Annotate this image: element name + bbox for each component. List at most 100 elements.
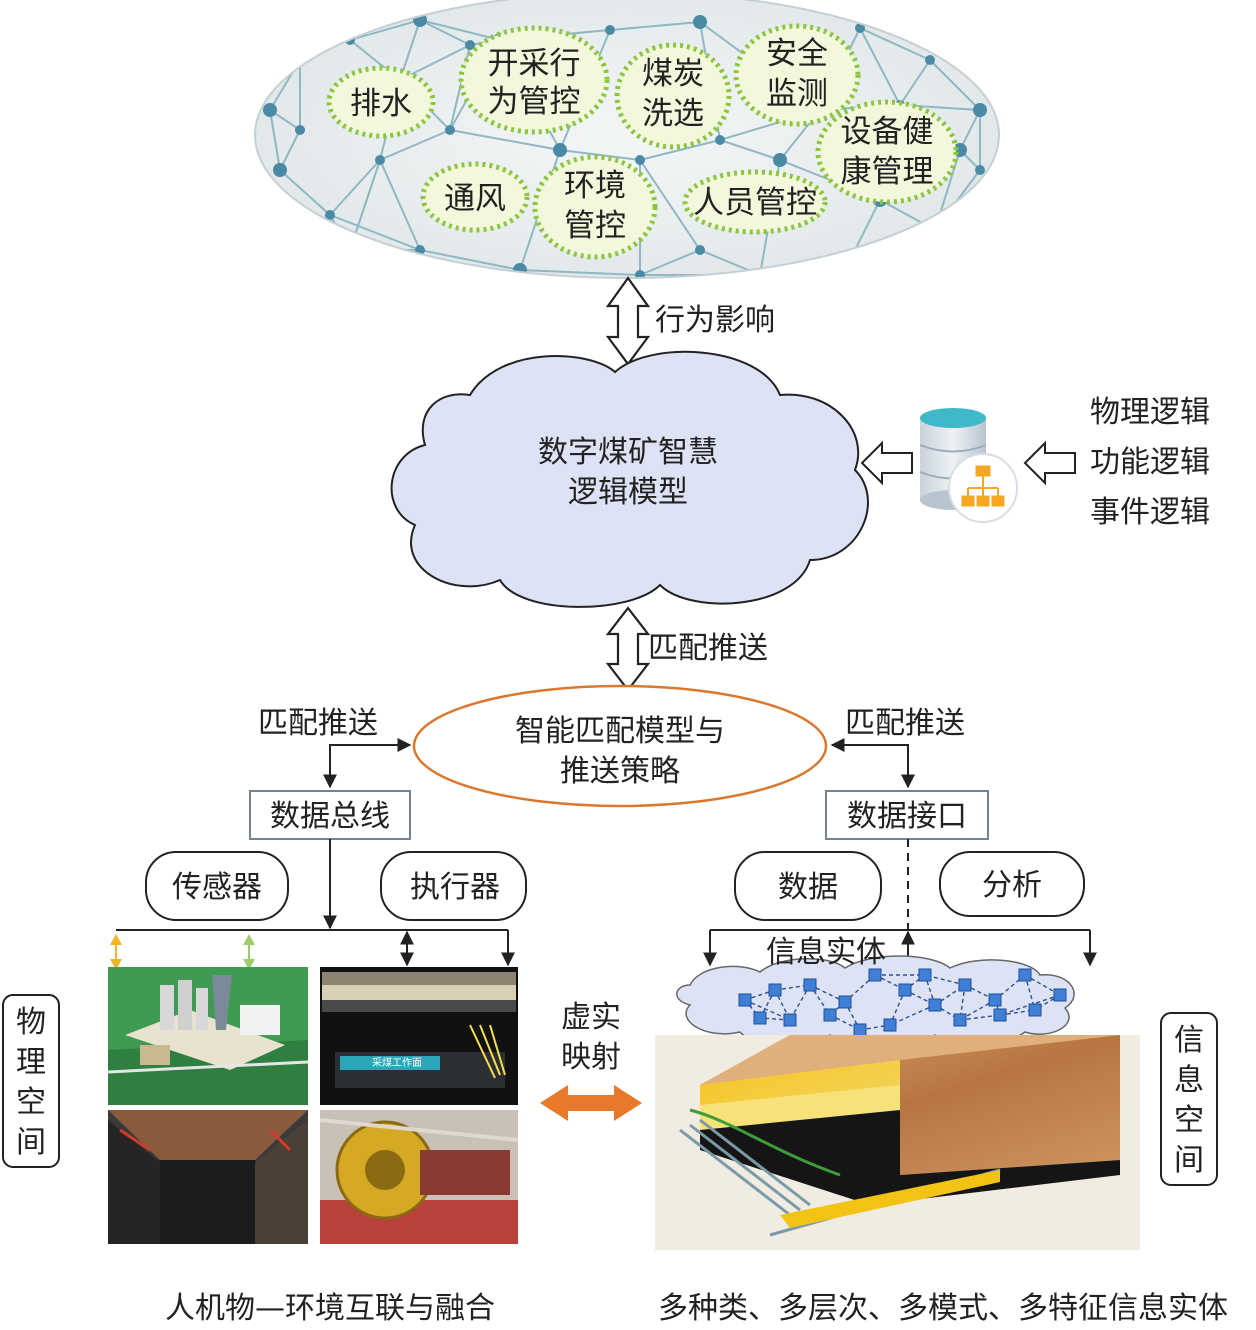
- bubble-equipment-health: 设备健 康管理: [815, 99, 959, 205]
- network-edge: [399, 44, 471, 81]
- network-node: [755, 270, 765, 278]
- network-edge: [419, 19, 501, 41]
- database-icon: [919, 408, 1018, 523]
- physical-space-box: 物 理 空 间: [2, 994, 60, 1168]
- photo-surface-plant: [107, 967, 309, 1105]
- network-node: [773, 153, 787, 167]
- info-entity-cloud: 信息实体: [676, 935, 1075, 1047]
- info-space-box: 信 息 空 间: [1160, 1012, 1218, 1186]
- network-edge: [419, 19, 471, 46]
- entity-node: [898, 983, 912, 997]
- double-arrow-behavior: 行为影响: [605, 276, 775, 366]
- coal-seam-model: [655, 1035, 1140, 1250]
- photo-roadway: [108, 1110, 308, 1244]
- photo-shearer: [319, 1110, 519, 1244]
- virtual-mapping-line1: 虚实: [561, 1000, 621, 1035]
- network-edge: [559, 149, 641, 161]
- bubble-environment-control: 环境 管控: [532, 154, 658, 260]
- bubble-mining-control: 开采行 为管控: [458, 25, 610, 135]
- info-space-char4: 间: [1174, 1143, 1204, 1178]
- entity-node: [953, 1013, 967, 1027]
- network-edge: [639, 159, 701, 251]
- network-node: [295, 125, 305, 135]
- network-node: [843, 253, 857, 267]
- double-arrow-match-push: 匹配推送: [605, 606, 768, 692]
- network-edge: [419, 249, 521, 271]
- entity-node: [928, 998, 942, 1012]
- cloud-logic-model: 数字煤矿智慧 逻辑模型: [390, 350, 869, 608]
- network-edge: [519, 269, 641, 276]
- analysis-pill: 分析: [939, 851, 1085, 917]
- bubble-personnel-control-label: 人员管控: [693, 185, 817, 221]
- bubble-drainage-label: 排水: [350, 86, 412, 122]
- sensor-pill: 传感器: [145, 851, 289, 921]
- data-interface-box: 数据接口: [825, 790, 989, 840]
- entity-node: [918, 968, 932, 982]
- network-node: [635, 155, 645, 165]
- network-edge: [379, 159, 421, 251]
- network-node: [925, 55, 935, 65]
- actuator-label: 执行器: [410, 870, 500, 905]
- match-ellipse-line1: 智能匹配模型与: [515, 714, 725, 749]
- data-bus-box: 数据总线: [249, 790, 411, 840]
- entity-node: [753, 1011, 767, 1025]
- entity-edge: [759, 989, 776, 1019]
- network-edge: [329, 214, 421, 251]
- logic-physical: 物理逻辑: [1090, 395, 1210, 430]
- bubble-equipment-health-line2: 康管理: [841, 154, 934, 190]
- entity-node: [1053, 988, 1067, 1002]
- bubble-coal-washing-line1: 煤炭: [642, 56, 704, 92]
- network-edge: [269, 109, 281, 171]
- network-edge: [609, 21, 701, 31]
- entity-node: [768, 983, 782, 997]
- network-node: [263, 103, 277, 117]
- network-node: [975, 165, 985, 175]
- bubble-environment-control-line2: 管控: [564, 208, 626, 244]
- connector-right: [830, 738, 915, 789]
- photo-strata-model: 采煤工作面: [320, 967, 518, 1105]
- logic-event: 事件逻辑: [1090, 495, 1210, 530]
- network-node: [973, 103, 987, 117]
- network-edge: [929, 59, 981, 111]
- logic-functional: 功能逻辑: [1090, 445, 1210, 480]
- match-push-right-label: 匹配推送: [845, 706, 965, 741]
- bubble-drainage: 排水: [326, 65, 436, 139]
- entity-node: [868, 968, 882, 982]
- match-push-left-label: 匹配推送: [258, 706, 378, 741]
- bubble-environment-control-line1: 环境: [564, 168, 626, 204]
- actuator-pill: 执行器: [380, 851, 527, 921]
- cloud-model-line2: 逻辑模型: [568, 475, 688, 510]
- arrow-logic-to-db: [1023, 440, 1076, 486]
- bubble-mining-control-line1: 开采行: [488, 46, 581, 82]
- network-edge: [639, 249, 701, 276]
- network-edge: [379, 129, 451, 161]
- sensor-arrow-green: [243, 934, 255, 970]
- entity-node: [1028, 1003, 1042, 1017]
- entity-node: [783, 1013, 797, 1027]
- entity-edge: [889, 1004, 936, 1026]
- entity-edge: [774, 989, 791, 1021]
- entity-edge: [924, 974, 936, 1006]
- bubble-ventilation: 通风: [420, 161, 530, 233]
- entity-node: [993, 1008, 1007, 1022]
- network-node: [715, 135, 725, 145]
- caption-right: 多种类、多层次、多模式、多特征信息实体: [658, 1291, 1228, 1326]
- network-edge: [349, 19, 421, 41]
- network-node: [553, 143, 567, 157]
- analysis-label: 分析: [982, 868, 1042, 903]
- entity-edge: [744, 999, 791, 1021]
- data-pill: 数据: [734, 851, 882, 921]
- photo-face-label: 采煤工作面: [372, 1056, 422, 1069]
- entity-node: [853, 1023, 867, 1037]
- bubble-safety-monitoring: 安全 监测: [733, 23, 861, 127]
- network-node: [695, 245, 705, 255]
- network-node: [855, 23, 865, 33]
- entity-node: [823, 1008, 837, 1022]
- physical-space-char3: 空: [16, 1085, 46, 1120]
- data-bus-label: 数据总线: [270, 799, 390, 834]
- bubble-ventilation-label: 通风: [444, 181, 506, 217]
- network-node: [605, 25, 615, 35]
- network-edge: [899, 59, 931, 106]
